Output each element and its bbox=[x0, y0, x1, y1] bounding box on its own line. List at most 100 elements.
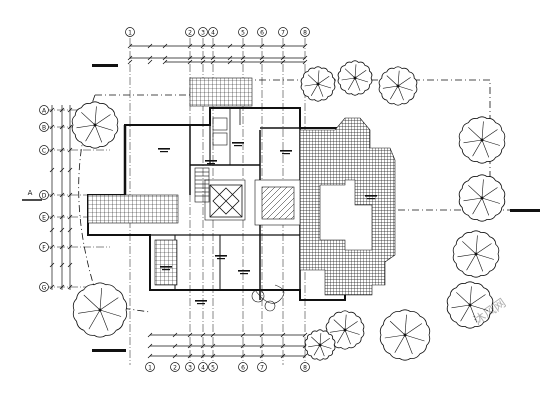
tree bbox=[325, 310, 365, 350]
grid-bubble-left-label: G bbox=[42, 285, 47, 292]
dim-tick bbox=[187, 343, 193, 349]
grid-bubble-left-label: B bbox=[42, 125, 46, 132]
section-mark-left-label: A bbox=[28, 189, 33, 197]
dimension-ticks-top bbox=[127, 43, 308, 65]
dim-tick bbox=[227, 59, 233, 65]
section-marker-bottom bbox=[92, 349, 126, 352]
grid-bubble-top-circle bbox=[238, 27, 248, 37]
room-label-mark bbox=[215, 255, 227, 257]
dim-tick bbox=[162, 43, 168, 49]
tree bbox=[378, 66, 418, 106]
grid-bubble-left-label: A bbox=[42, 108, 47, 115]
grid-bubble-bottom-label: 8 bbox=[303, 365, 307, 372]
dim-tick bbox=[49, 167, 55, 173]
grid-bubble-bottom-circle bbox=[170, 362, 180, 372]
room-label-mark bbox=[205, 160, 217, 162]
dim-tick bbox=[147, 43, 153, 49]
grid-bubble-bottom-label: 1 bbox=[148, 365, 152, 372]
room-label-mark bbox=[280, 150, 292, 152]
tree bbox=[452, 230, 500, 278]
grid-bubble-bottom-label: 6 bbox=[241, 365, 245, 372]
grid-bubble-bottom-circle bbox=[208, 362, 218, 372]
dim-tick bbox=[259, 343, 265, 349]
dim-tick bbox=[172, 332, 178, 338]
tree bbox=[300, 66, 336, 102]
tree bbox=[304, 329, 336, 361]
north-arrow-bar bbox=[510, 209, 540, 212]
dim-tick bbox=[210, 343, 216, 349]
paved-areas bbox=[87, 77, 396, 296]
dim-tick bbox=[172, 343, 178, 349]
dim-tick bbox=[49, 262, 55, 268]
dim-tick bbox=[162, 55, 168, 61]
tree bbox=[458, 116, 506, 164]
grid-bubble-top-circle bbox=[208, 27, 218, 37]
grid-bubble-top-label: 8 bbox=[303, 30, 307, 37]
grid-bubble-left-label: D bbox=[42, 193, 47, 200]
grid-bubble-left-circle bbox=[39, 122, 49, 132]
room-label-mark bbox=[197, 303, 205, 305]
dim-tick bbox=[147, 59, 153, 65]
dimension-lines-top bbox=[130, 45, 305, 63]
grid-bubble-top-label: 1 bbox=[128, 30, 132, 37]
tree bbox=[71, 101, 119, 149]
grid-bubble-top-circle bbox=[278, 27, 288, 37]
room-label-mark bbox=[217, 258, 225, 260]
dim-tick bbox=[67, 167, 73, 173]
room-label-mark bbox=[160, 266, 172, 268]
grid-bubble-top-circle bbox=[257, 27, 267, 37]
room-label-mark bbox=[238, 270, 250, 272]
grid-bubble-left-circle bbox=[39, 105, 49, 115]
room-label-mark bbox=[158, 148, 170, 150]
dim-tick bbox=[162, 59, 168, 65]
dim-tick bbox=[240, 343, 246, 349]
grid-bubble-top-circle bbox=[300, 27, 310, 37]
grid-bubble-bottom-circle bbox=[185, 362, 195, 372]
dim-tick bbox=[147, 353, 153, 359]
grid-bubble-bottom-circle bbox=[198, 362, 208, 372]
dim-tick bbox=[227, 43, 233, 49]
grid-bubble-top-label: 5 bbox=[241, 30, 245, 37]
grid-bubble-top-label: 6 bbox=[260, 30, 264, 37]
dim-tick bbox=[59, 262, 65, 268]
grid-bubble-left-circle bbox=[39, 145, 49, 155]
dimension-ticks-left bbox=[49, 107, 73, 290]
grid-bubble-left-label: F bbox=[42, 245, 46, 252]
room-label-mark bbox=[282, 153, 290, 155]
grid-bubble-top-label: 7 bbox=[281, 30, 285, 37]
grid-bubble-bottom-circle bbox=[238, 362, 248, 372]
dim-tick bbox=[147, 343, 153, 349]
tree bbox=[72, 282, 128, 338]
tree bbox=[337, 60, 373, 96]
dimension-lines-bottom bbox=[150, 334, 305, 357]
room-label-mark bbox=[367, 198, 375, 200]
grid-bubble-top-label: 2 bbox=[188, 30, 192, 37]
grid-bubble-bottom-label: 2 bbox=[173, 365, 177, 372]
grid-bubble-bottom-label: 4 bbox=[201, 365, 205, 372]
grid-bubble-bottom-circle bbox=[300, 362, 310, 372]
grid-bubble-bottom-label: 7 bbox=[260, 365, 264, 372]
tree bbox=[458, 174, 506, 222]
grid-bubble-bottom-circle bbox=[145, 362, 155, 372]
landscape-trees bbox=[71, 60, 506, 361]
grid-bubble-top-circle bbox=[125, 27, 135, 37]
dim-tick bbox=[147, 332, 153, 338]
central-atrium bbox=[209, 184, 243, 218]
room-label-mark bbox=[195, 300, 207, 302]
grid-bubble-top-circle bbox=[198, 27, 208, 37]
grid-bubble-bottom-label: 3 bbox=[188, 365, 192, 372]
room-label-mark bbox=[234, 145, 242, 147]
grid-bubble-bottom-circle bbox=[257, 362, 267, 372]
dimension-lines-left bbox=[51, 105, 71, 290]
grid-bubble-left-label: E bbox=[42, 215, 46, 222]
dim-tick bbox=[59, 227, 65, 233]
dim-tick bbox=[280, 343, 286, 349]
dim-tick bbox=[67, 227, 73, 233]
dim-tick bbox=[67, 262, 73, 268]
dim-tick bbox=[49, 227, 55, 233]
room-labels bbox=[158, 142, 377, 305]
room-label-mark bbox=[160, 151, 168, 153]
